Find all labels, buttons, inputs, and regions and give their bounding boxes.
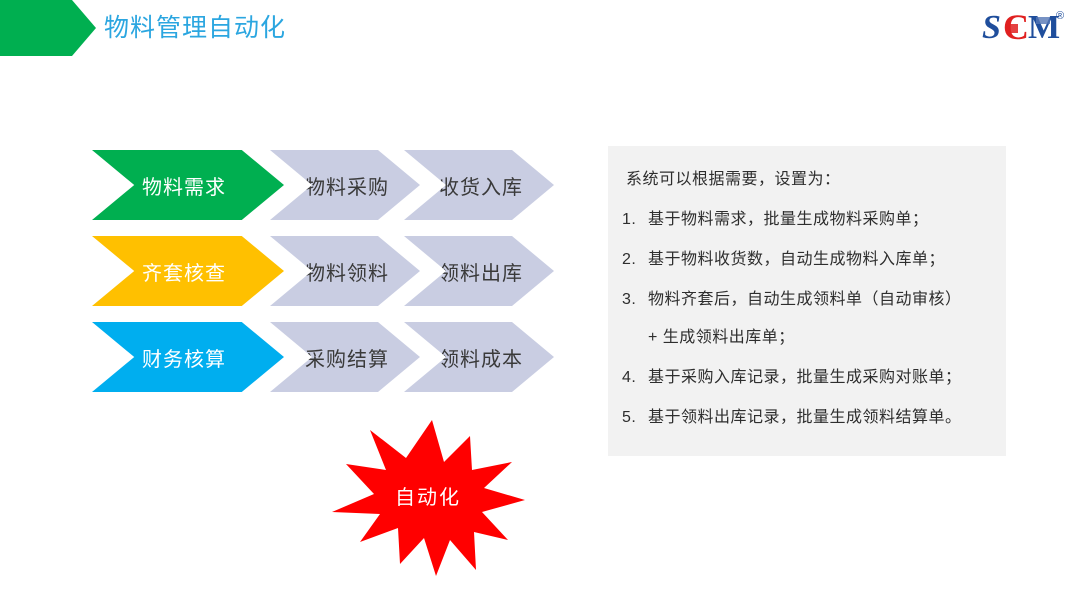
list-item-number: 2.: [622, 251, 637, 268]
automation-starburst: 自动化: [326, 418, 526, 578]
flow-step-material-purchase[interactable]: 物料采购: [270, 150, 420, 220]
list-item-text: 基于领料出库记录，批量生成领料结算单。: [648, 409, 962, 426]
list-item-text: 基于物料收货数，自动生成物料入库单；: [648, 251, 946, 268]
list-item-text-wrap: 物料齐套后，自动生成领料单（自动审核） + 生成领料出库单；: [648, 288, 988, 350]
panel-list-item: 2. 基于物料收货数，自动生成物料入库单；: [622, 248, 988, 272]
page-title: 物料管理自动化: [104, 14, 287, 42]
logo-trademark: ®: [1056, 10, 1064, 22]
flow-step-label: 领料成本: [439, 348, 523, 371]
logo-c-mark: [1009, 24, 1018, 33]
header-accent-polygon: [0, 0, 96, 56]
list-item-number: 3.: [622, 291, 637, 308]
flow-step-label: 齐套核查: [142, 262, 226, 285]
flow-step-goods-receipt[interactable]: 收货入库: [404, 150, 554, 220]
scm-logo: S C M ®: [982, 7, 1064, 47]
list-item-text: 物料齐套后，自动生成领料单（自动审核）: [648, 291, 962, 308]
flow-step-label: 领料出库: [439, 262, 523, 285]
flow-row-1: 物料需求 物料采购 收货入库: [92, 150, 572, 220]
flow-step-label: 采购结算: [305, 348, 389, 371]
flow-step-picking-cost[interactable]: 领料成本: [404, 322, 554, 392]
flow-step-financial-accounting[interactable]: 财务核算: [92, 322, 284, 392]
header-accent-shape: [0, 0, 96, 56]
flow-step-label: 收货入库: [439, 176, 523, 199]
logo-letter-s: S: [982, 9, 1001, 46]
panel-list-item: 3. 物料齐套后，自动生成领料单（自动审核） + 生成领料出库单；: [622, 288, 988, 350]
flow-step-label: 财务核算: [142, 348, 226, 371]
logo-m-mark: [1036, 17, 1050, 24]
list-item-text: 基于采购入库记录，批量生成采购对账单；: [648, 369, 962, 386]
panel-list-item: 1. 基于物料需求，批量生成物料采购单；: [622, 208, 988, 232]
flow-step-kitting-check[interactable]: 齐套核查: [92, 236, 284, 306]
list-item-text: 基于物料需求，批量生成物料采购单；: [648, 211, 929, 228]
flow-row-3: 财务核算 采购结算 领料成本: [92, 322, 572, 392]
flow-step-label: 物料采购: [305, 176, 389, 199]
flow-step-picking-outbound[interactable]: 领料出库: [404, 236, 554, 306]
list-item-number: 5.: [622, 409, 637, 426]
panel-list-item: 4. 基于采购入库记录，批量生成采购对账单；: [622, 366, 988, 390]
starburst-shape: [332, 420, 525, 576]
panel-list-item: 5. 基于领料出库记录，批量生成领料结算单。: [622, 406, 988, 430]
process-flow: 物料需求 物料采购 收货入库 齐套核查 物料领料 领料出库 财务核算 采购结算 …: [92, 150, 572, 406]
flow-step-material-picking[interactable]: 物料领料: [270, 236, 420, 306]
flow-step-material-demand[interactable]: 物料需求: [92, 150, 284, 220]
starburst-polygon: [332, 420, 525, 576]
flow-row-2: 齐套核查 物料领料 领料出库: [92, 236, 572, 306]
flow-step-label: 物料需求: [142, 176, 226, 199]
list-item-continuation: + 生成领料出库单；: [648, 329, 795, 346]
logo-letter-m: M: [1028, 9, 1060, 46]
list-item-number: 4.: [622, 369, 637, 386]
slide-header: 物料管理自动化 S C M ®: [0, 0, 1080, 62]
flow-step-purchase-settlement[interactable]: 采购结算: [270, 322, 420, 392]
info-panel: 系统可以根据需要，设置为： 1. 基于物料需求，批量生成物料采购单； 2. 基于…: [608, 146, 1006, 456]
flow-step-label: 物料领料: [305, 262, 389, 285]
panel-intro-text: 系统可以根据需要，设置为：: [626, 171, 841, 188]
list-item-number: 1.: [622, 211, 637, 228]
